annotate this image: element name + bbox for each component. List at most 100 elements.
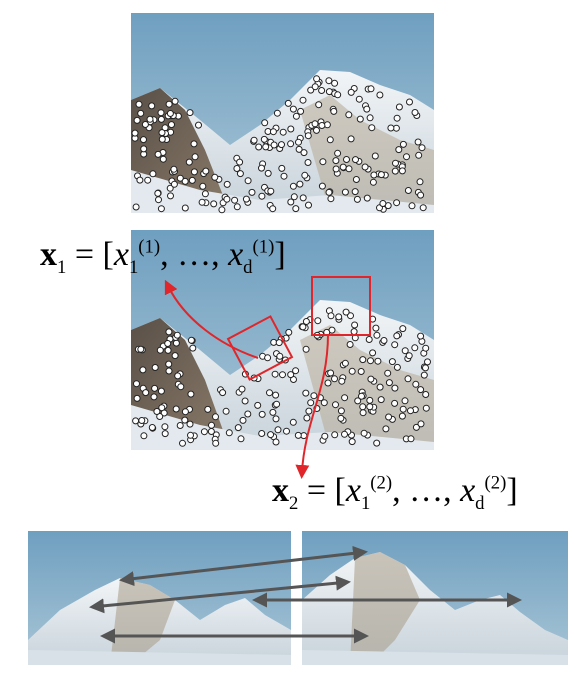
keypoint-marker — [133, 116, 141, 124]
keypoint-marker — [158, 129, 166, 137]
keypoint-marker — [289, 105, 297, 113]
last-component-sup: (1) — [252, 236, 275, 258]
keypoint-marker — [385, 379, 393, 387]
keypoint-marker — [212, 413, 219, 421]
last-component-sub: d — [475, 492, 485, 514]
keypoint-marker — [284, 99, 292, 107]
keypoint-marker — [300, 149, 308, 157]
keypoint-marker — [392, 159, 399, 167]
keypoint-marker — [140, 432, 148, 440]
keypoint-marker — [367, 375, 375, 383]
keypoint-marker — [136, 176, 144, 184]
keypoint-marker — [385, 413, 393, 421]
keypoint-marker — [338, 377, 346, 385]
keypoint-marker — [279, 371, 286, 379]
keypoint-marker — [302, 345, 310, 353]
keypoint-marker — [354, 397, 362, 405]
keypoint-marker — [313, 75, 321, 83]
keypoint-marker — [332, 165, 340, 173]
keypoint-marker — [415, 151, 423, 159]
equals-bracket: = [ — [306, 472, 346, 509]
keypoint-marker — [307, 86, 315, 94]
keypoint-marker — [343, 156, 350, 163]
keypoint-marker — [321, 432, 329, 440]
mountain-photo-top — [131, 13, 434, 214]
keypoint-marker — [172, 339, 180, 347]
keypoint-marker — [326, 136, 334, 144]
keypoint-marker — [258, 164, 265, 172]
keypoint-marker — [148, 424, 156, 431]
keypoint-marker — [395, 103, 403, 111]
keypoint-marker — [270, 141, 278, 149]
keypoint-marker — [318, 122, 326, 129]
keypoint-marker — [304, 132, 312, 140]
keypoint-marker — [133, 394, 141, 402]
keypoint-marker — [191, 153, 199, 161]
keypoint-marker — [347, 312, 354, 320]
keypoint-marker — [146, 115, 154, 123]
keypoint-marker — [150, 393, 158, 401]
keypoint-marker — [297, 107, 305, 115]
keypoint-marker — [168, 121, 175, 129]
keypoint-marker — [332, 157, 340, 165]
keypoint-marker — [404, 375, 412, 383]
keypoint-marker — [422, 364, 429, 372]
keypoint-marker — [388, 358, 396, 366]
keypoint-marker — [315, 101, 323, 109]
keypoint-marker — [407, 435, 415, 443]
keypoint-marker — [181, 204, 189, 212]
keypoint-marker — [352, 156, 359, 164]
keypoint-marker — [369, 178, 377, 186]
keypoint-marker — [140, 145, 148, 153]
keypoint-marker — [337, 414, 345, 422]
keypoint-marker — [412, 380, 420, 388]
keypoint-marker — [187, 431, 194, 439]
keypoint-marker — [422, 344, 430, 352]
keypoint-marker — [319, 158, 327, 166]
keypoint-marker — [370, 171, 378, 179]
keypoint-marker — [190, 168, 198, 176]
keypoint-marker — [351, 321, 359, 329]
keypoint-marker — [320, 399, 328, 407]
first-component: x — [113, 236, 129, 273]
keypoint-marker — [359, 409, 367, 417]
keypoint-marker — [325, 188, 333, 196]
keypoint-marker — [295, 145, 303, 153]
keypoint-marker — [155, 196, 162, 204]
keypoint-marker — [325, 77, 333, 85]
keypoint-marker — [181, 177, 189, 185]
keypoint-marker — [303, 414, 311, 422]
keypoint-marker — [181, 416, 189, 424]
keypoint-marker — [342, 308, 350, 316]
match-line-1 — [119, 545, 368, 587]
keypoint-marker — [350, 328, 358, 336]
keypoint-marker — [307, 399, 315, 407]
keypoint-marker — [391, 167, 399, 175]
keypoint-marker — [144, 176, 152, 184]
keypoint-marker — [275, 339, 283, 347]
keypoint-marker — [279, 128, 287, 136]
keypoint-marker — [311, 120, 319, 128]
keypoint-marker — [380, 337, 388, 344]
last-component: x — [228, 236, 244, 273]
keypoint-marker — [294, 431, 302, 439]
keypoint-marker — [271, 370, 279, 378]
keypoint-marker — [267, 431, 275, 439]
keypoint-marker — [331, 79, 339, 87]
keypoint-marker — [255, 143, 263, 151]
keypoint-marker — [398, 167, 406, 175]
keypoint-marker — [395, 146, 403, 154]
keypoint-marker — [161, 430, 169, 438]
keypoint-marker — [359, 356, 367, 364]
keypoint-marker — [241, 397, 249, 405]
keypoint-marker — [269, 408, 277, 416]
keypoint-marker — [405, 352, 413, 360]
keypoint-marker — [278, 164, 286, 172]
closing-bracket: ] — [506, 472, 518, 509]
keypoint-marker — [335, 313, 343, 321]
keypoint-marker — [384, 369, 392, 377]
keypoint-marker — [305, 201, 312, 209]
keypoint-marker — [200, 428, 208, 436]
keypoint-marker — [164, 346, 172, 354]
descriptor-formula-x1: x1 = [x1(1), …, xd(1)] — [40, 238, 286, 278]
